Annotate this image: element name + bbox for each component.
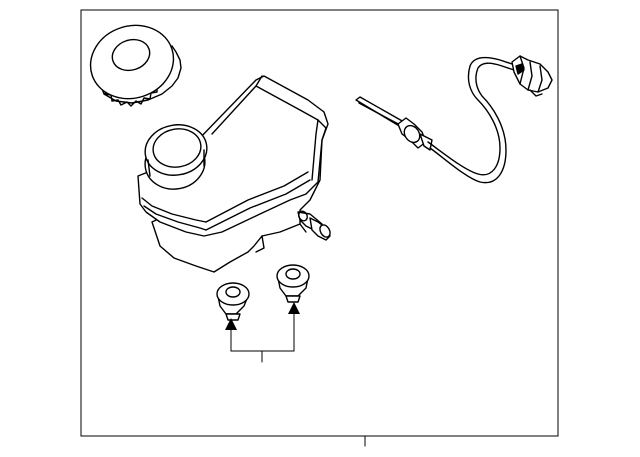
grommet-icon — [276, 264, 310, 303]
grommet-left[interactable] — [216, 282, 250, 321]
reservoir-icon — [137, 75, 331, 273]
grommet-leader — [225, 302, 300, 363]
fluid-reservoir[interactable] — [137, 75, 332, 273]
reservoir-cap[interactable] — [81, 15, 183, 109]
grommet-icon — [216, 282, 250, 321]
sensor-icon — [355, 55, 553, 184]
level-sensor[interactable] — [355, 55, 553, 184]
arrow-up-icon — [288, 302, 300, 314]
diagram-frame — [80, 9, 559, 447]
grommet-right[interactable] — [276, 264, 310, 303]
arrow-up-icon — [225, 318, 237, 330]
cap-icon — [89, 24, 182, 107]
